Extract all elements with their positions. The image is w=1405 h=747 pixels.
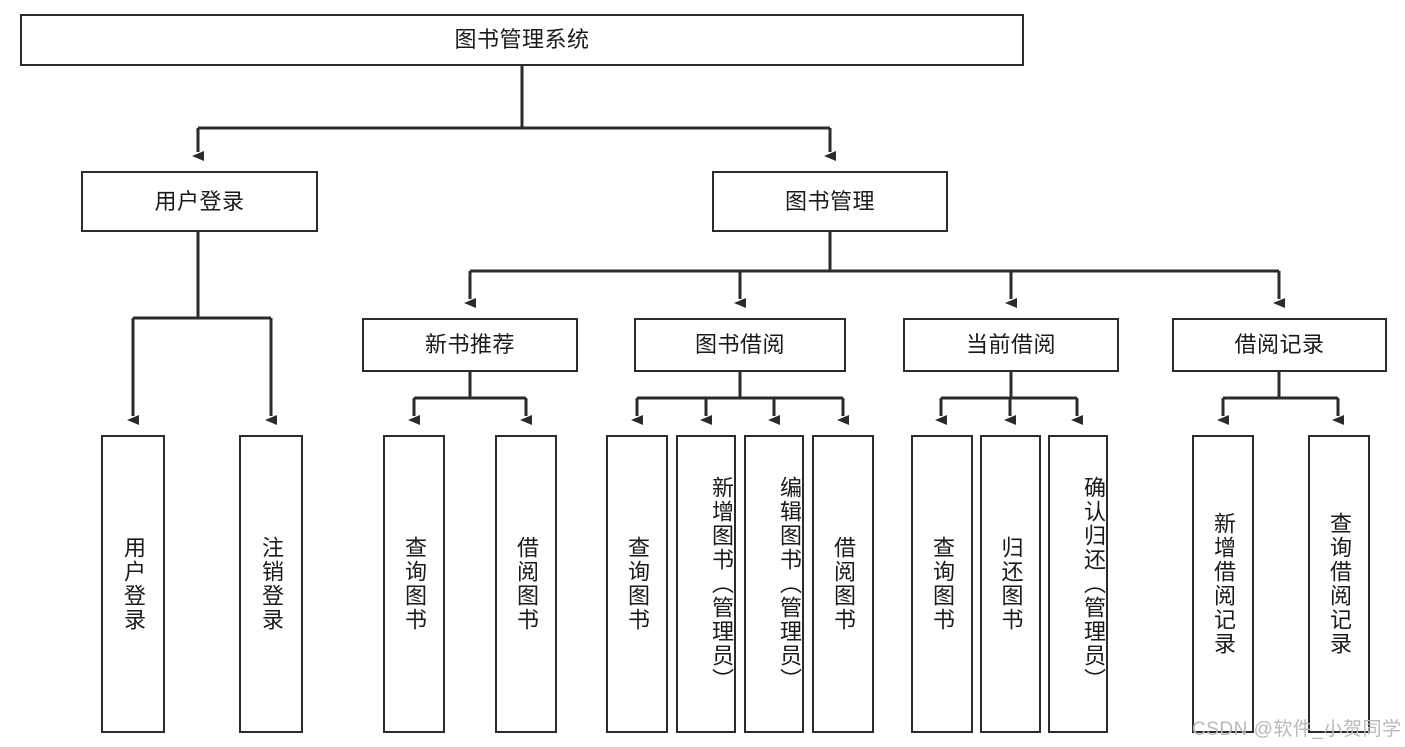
leaf-confirm-return-admin[interactable]: 确认归还（管理员）: [1048, 435, 1108, 733]
leaf-logout-login[interactable]: 注销登录: [239, 435, 303, 733]
leaf-query-borrow-record[interactable]: 查询借阅记录: [1308, 435, 1370, 733]
leaf-user-login[interactable]: 用户登录: [101, 435, 165, 733]
node-book-management[interactable]: 图书管理: [712, 171, 948, 232]
leaf-add-book-admin[interactable]: 新增图书（管理员）: [676, 435, 736, 733]
node-current-borrowing[interactable]: 当前借阅: [903, 318, 1119, 372]
csdn-watermark: CSDN @软件_小贺同学: [1192, 719, 1402, 740]
node-root-book-management-system[interactable]: 图书管理系统: [20, 14, 1024, 66]
node-new-book-recommendation[interactable]: 新书推荐: [362, 318, 578, 372]
leaf-borrow-book-borrowing[interactable]: 借阅图书: [812, 435, 874, 733]
leaf-query-book-borrowing[interactable]: 查询图书: [606, 435, 668, 733]
leaf-add-borrow-record[interactable]: 新增借阅记录: [1192, 435, 1254, 733]
leaf-edit-book-admin[interactable]: 编辑图书（管理员）: [744, 435, 804, 733]
node-book-borrowing[interactable]: 图书借阅: [634, 318, 846, 372]
leaf-query-book-current-borrow[interactable]: 查询图书: [911, 435, 973, 733]
leaf-return-book[interactable]: 归还图书: [980, 435, 1041, 733]
node-user-login[interactable]: 用户登录: [81, 171, 318, 232]
node-borrowing-record[interactable]: 借阅记录: [1172, 318, 1387, 372]
leaf-query-book-new-book-rec[interactable]: 查询图书: [383, 435, 445, 733]
leaf-borrow-book-new-book-rec[interactable]: 借阅图书: [495, 435, 557, 733]
